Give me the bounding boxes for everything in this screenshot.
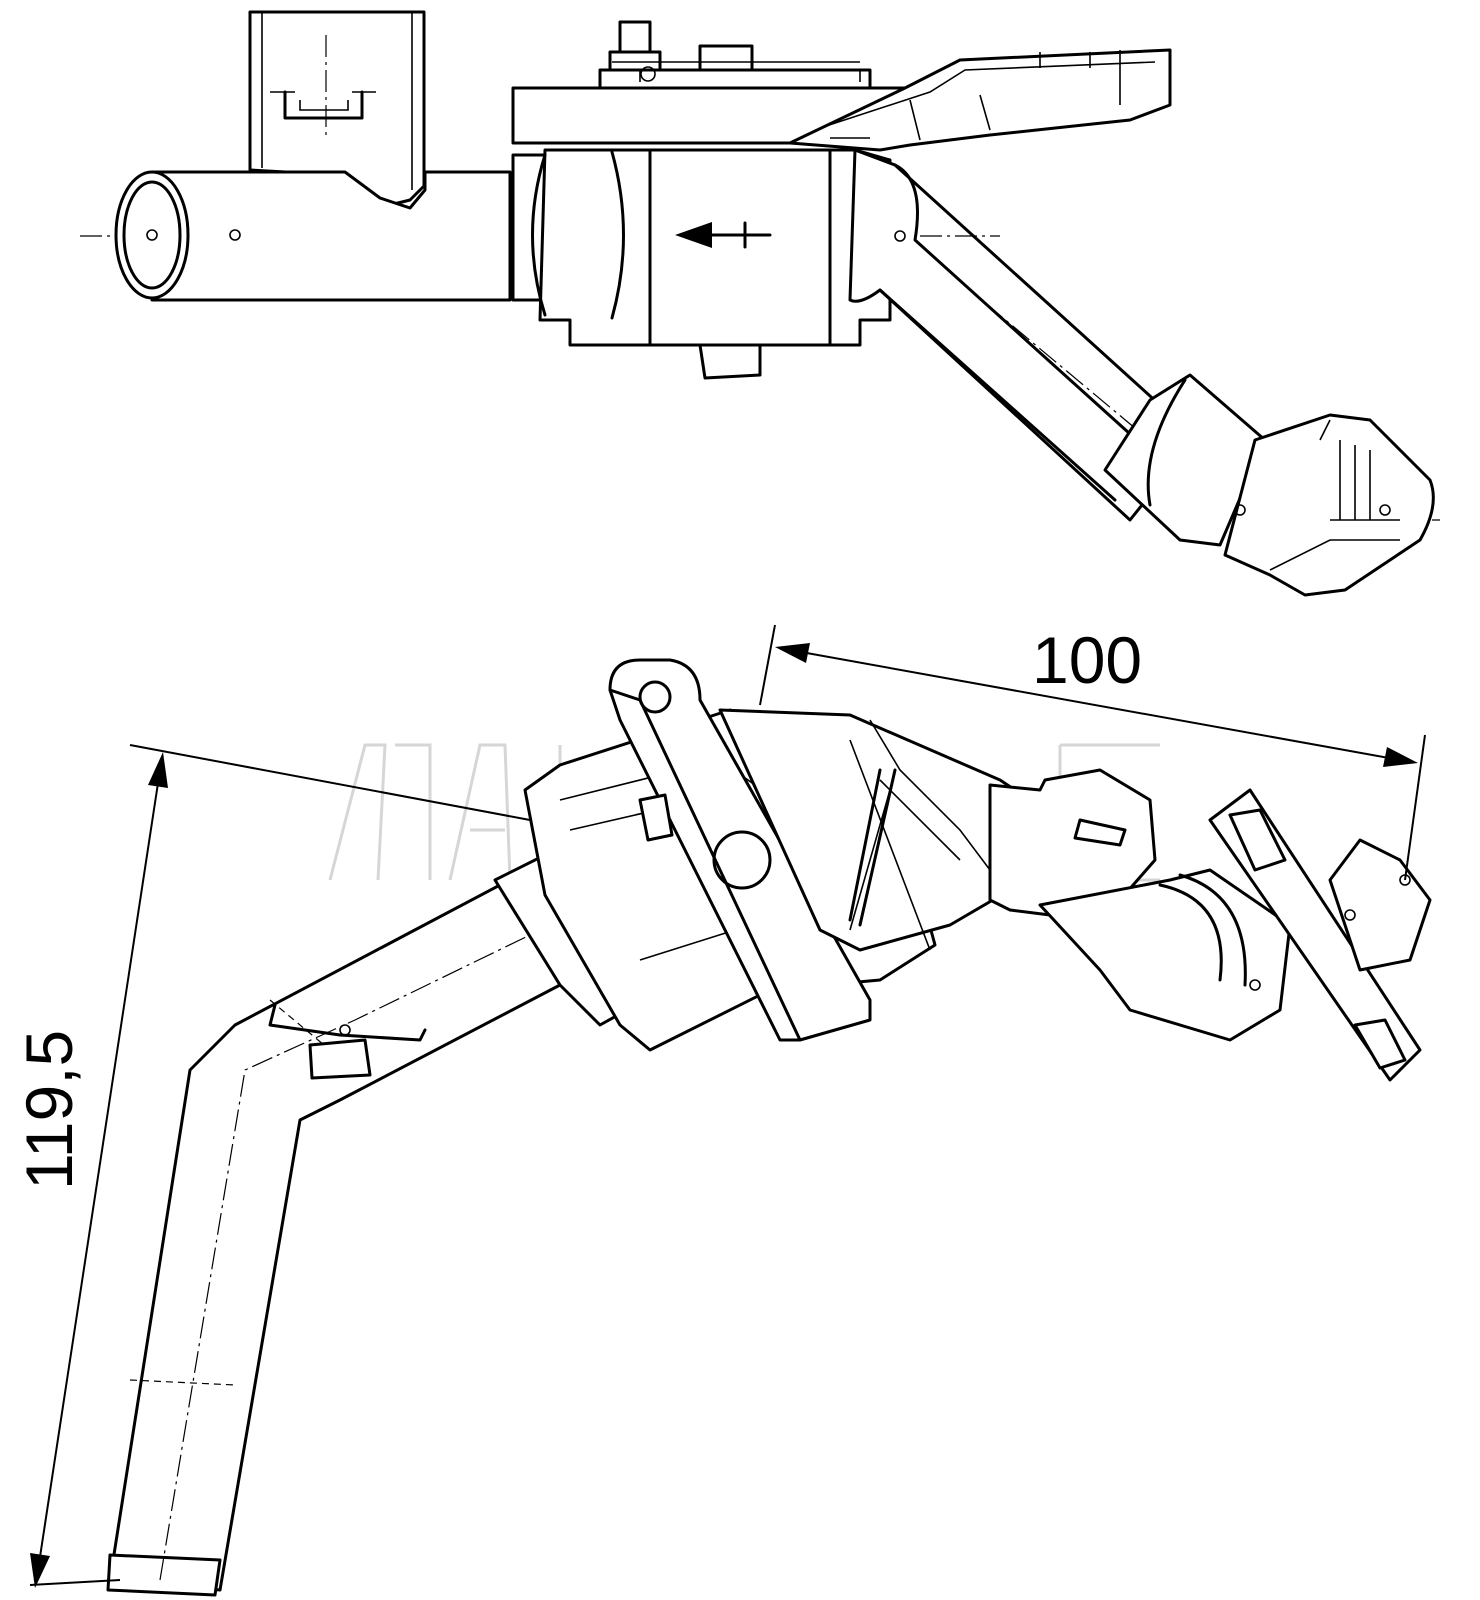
outlet-pipe-side xyxy=(106,883,562,1597)
hose-bracket-top xyxy=(788,48,1172,152)
top-view xyxy=(80,10,1440,597)
dimension-width: 100 xyxy=(759,623,1426,881)
angled-hose-top xyxy=(848,148,1435,597)
thermostat-body-side xyxy=(493,658,937,1052)
connector-side xyxy=(1038,788,1432,1082)
side-view xyxy=(106,658,1432,1597)
thermostat-housing-top xyxy=(511,20,907,380)
height-dimension-label: 119,5 xyxy=(12,1030,86,1190)
dimension-height: 119,5 xyxy=(12,744,531,1588)
inlet-elbow-side xyxy=(718,708,1157,952)
width-dimension-label: 100 xyxy=(1032,623,1142,697)
outlet-tube-left xyxy=(114,170,512,302)
